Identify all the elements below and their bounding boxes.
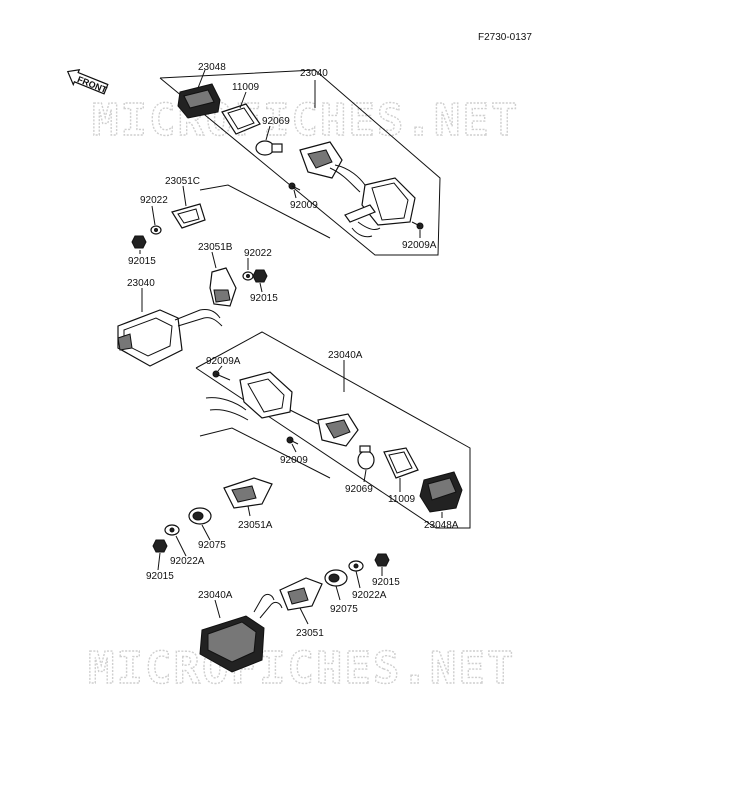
turn-signal-23040A-mid [205,371,293,421]
label-23040-left: 23040 [127,278,155,289]
turn-signal-23040-left [117,309,223,367]
gasket-11009-top [221,103,261,135]
label-92022A-right: 92022A [352,590,387,601]
socket-housing-top [299,141,366,193]
label-92015-left: 92015 [128,256,156,267]
label-92009-top: 92009 [290,200,318,211]
label-92015-low: 92015 [146,571,174,582]
label-92069-top: 92069 [262,116,290,127]
mount-23051C [171,203,206,229]
nut-92015-mid [252,269,268,283]
label-92022-left: 92022 [140,195,168,206]
washer-92022-mid [242,271,254,281]
nut-92015-low [152,539,168,553]
label-11009-mid: 11009 [388,494,416,505]
label-92069-mid: 92069 [345,484,373,495]
screw-92009-mid [286,436,299,445]
figure-code: F2730-0137 [478,32,532,43]
label-23051: 23051 [296,628,324,639]
label-23051A: 23051A [238,520,273,531]
bracket-23051B [209,267,237,307]
label-23051B: 23051B [198,242,233,253]
washer-92022A-left [164,524,180,536]
screw-92009-top [288,182,301,191]
mid-assembly-lower-edge [199,427,331,479]
watermark-top: MICROFICHES.NET [92,95,519,146]
label-23048A: 23048A [424,520,459,531]
grommet-92075-left [188,507,212,525]
label-92022A-left: 92022A [170,556,205,567]
gasket-11009-mid [383,447,419,479]
label-92009A-top: 92009A [402,240,437,251]
top-assembly-lower-edge [199,184,331,239]
label-23040: 23040 [300,68,328,79]
lens-23048A [419,471,463,513]
label-92075-right: 92075 [330,604,358,615]
bulb-92069-top [255,140,283,156]
label-11009-top: 11009 [232,82,260,93]
screw-92009A-mid [212,370,231,381]
lens-23048-top [177,83,221,119]
nut-92015-left [131,235,147,249]
label-92015-mid: 92015 [250,293,278,304]
turn-signal-23040A-bottom [199,593,283,673]
washer-92022-left [150,225,162,235]
mid-assembly-outline [195,331,471,529]
label-23040A: 23040A [328,350,363,361]
bulb-92069-mid [357,445,375,470]
nut-92015-right [374,553,390,567]
watermark-bottom: MICROFICHES.NET [88,643,515,694]
label-92015-right: 92015 [372,577,400,588]
label-92009A-mid: 92009A [206,356,241,367]
label-92009-mid: 92009 [280,455,308,466]
washer-92022A-right [348,560,364,572]
mount-23051 [279,577,323,611]
label-23048: 23048 [198,62,226,73]
mount-23051A [223,477,273,509]
label-23040A-low: 23040A [198,590,233,601]
top-assembly-outline [159,69,441,256]
front-label: FRONT [76,74,109,95]
label-23051C: 23051C [165,176,200,187]
label-92075-left: 92075 [198,540,226,551]
label-92022-mid: 92022 [244,248,272,259]
turn-signal-23040-top [344,177,416,238]
front-arrow-icon: FRONT [66,68,109,95]
grommet-92075-right [324,569,348,587]
screw-92009A-top [411,221,424,230]
socket-housing-mid [289,409,359,447]
